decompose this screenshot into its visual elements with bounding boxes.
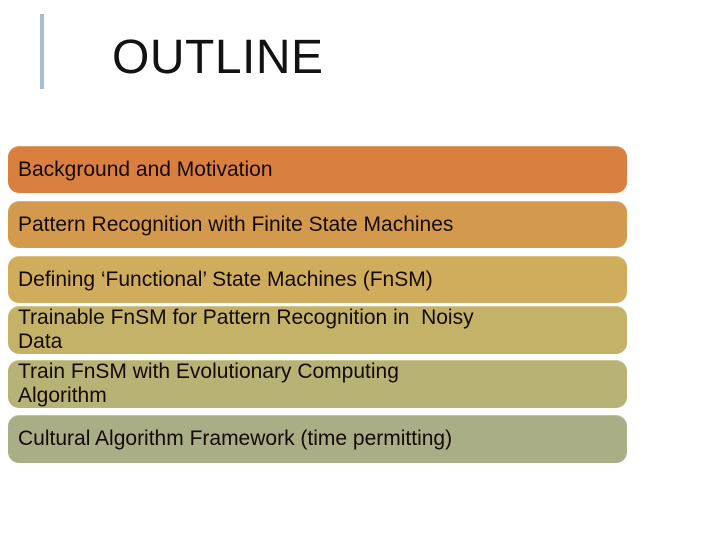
outline-item: Background and Motivation <box>8 146 627 193</box>
outline-item: Pattern Recognition with Finite State Ma… <box>8 201 627 248</box>
outline-item-label: Trainable FnSM for Pattern Recognition i… <box>18 306 474 353</box>
outline-item: Cultural Algorithm Framework (time permi… <box>8 415 627 463</box>
outline-item-label: Train FnSM with Evolutionary Computing A… <box>18 360 399 407</box>
slide-title: OUTLINE <box>112 31 324 84</box>
outline-item-label: Defining ‘Functional’ State Machines (Fn… <box>18 267 433 291</box>
outline-item-label: Cultural Algorithm Framework (time permi… <box>18 427 453 450</box>
outline-item: Train FnSM with Evolutionary Computing A… <box>8 360 627 408</box>
outline-item: Trainable FnSM for Pattern Recognition i… <box>8 306 627 354</box>
outline-item-label: Background and Motivation <box>18 157 273 181</box>
title-accent-bar <box>40 14 44 89</box>
outline-item-label: Pattern Recognition with Finite State Ma… <box>18 212 454 236</box>
outline-item: Defining ‘Functional’ State Machines (Fn… <box>8 256 627 303</box>
